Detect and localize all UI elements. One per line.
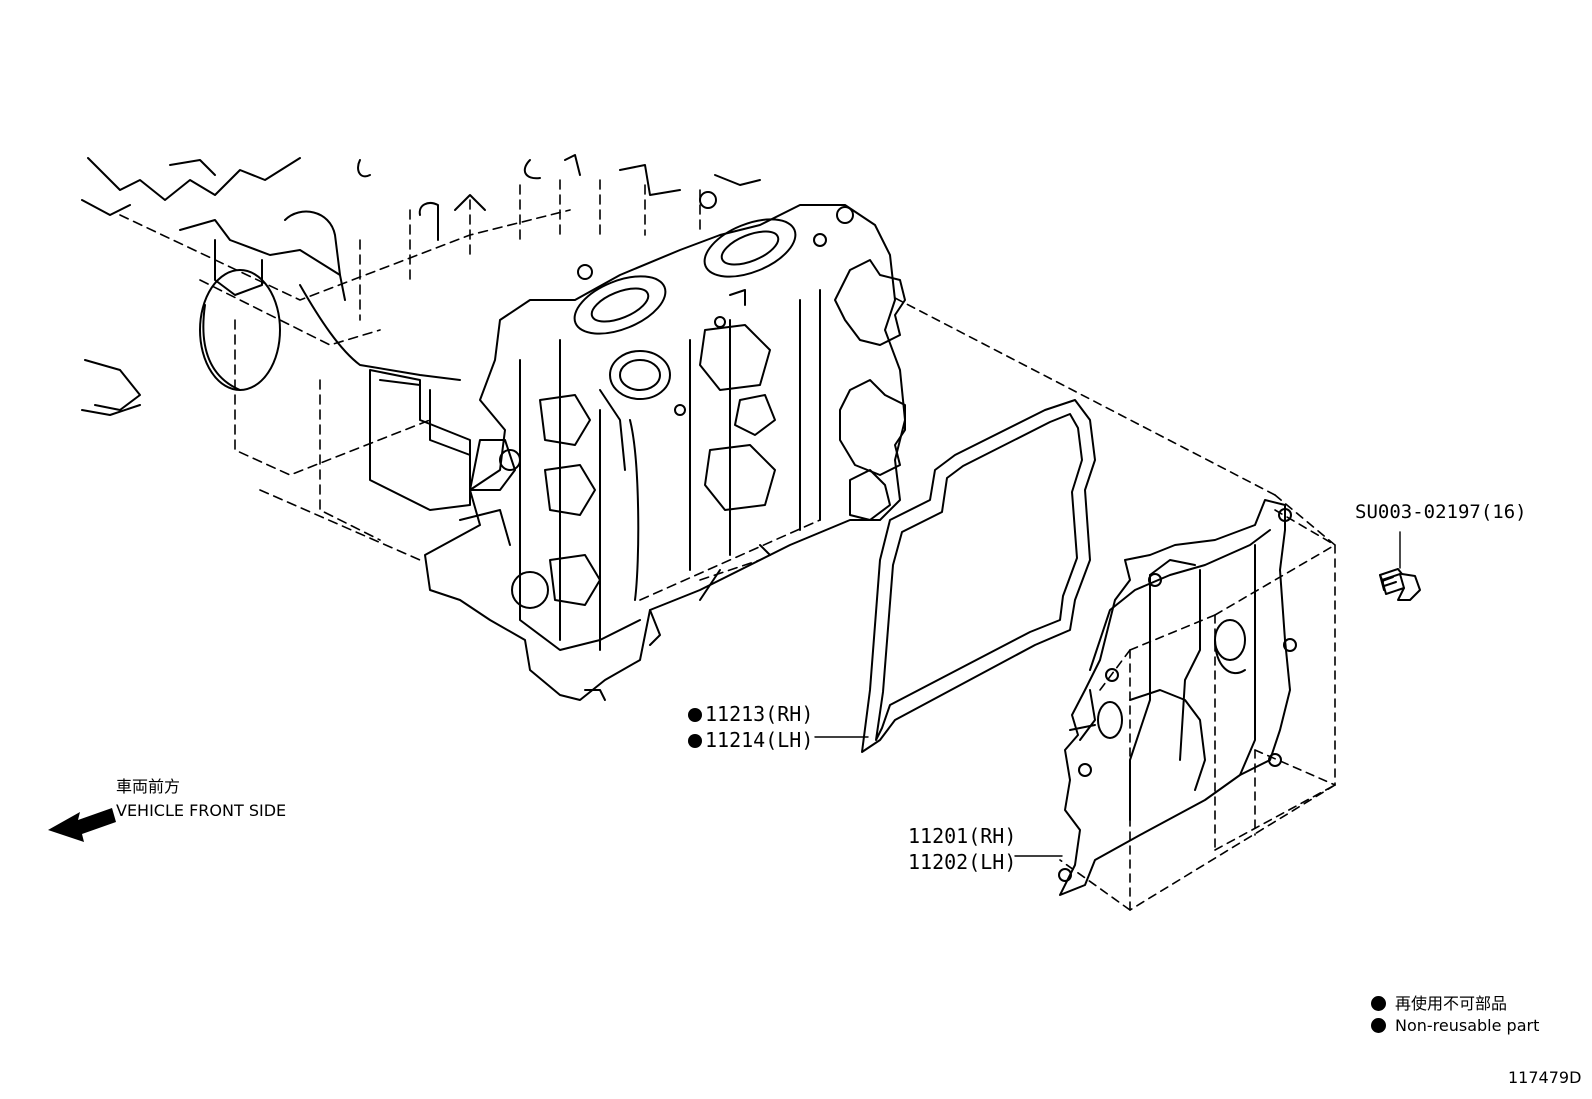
legend-row-en: Non-reusable part <box>1371 1016 1539 1035</box>
part-number-gasket-lh: 11214(LH) <box>705 728 814 752</box>
callout-bolt: SU003-02197(16) <box>1355 501 1527 523</box>
filled-dot-icon <box>1371 996 1386 1011</box>
vehicle-front-arrow-icon <box>48 808 116 842</box>
vehicle-front-label-en: VEHICLE FRONT SIDE <box>116 801 287 820</box>
diagram-id: 117479D <box>1508 1068 1582 1087</box>
vehicle-front-label-jp: 車両前方 <box>116 777 181 796</box>
non-reusable-dot-icon <box>688 708 702 722</box>
part-number-gasket-rh: 11213(RH) <box>705 702 814 726</box>
callout-leader-lines <box>814 531 1401 857</box>
filled-dot-icon <box>1371 1018 1386 1033</box>
assembly-alignment-lines <box>894 297 1336 911</box>
non-reusable-dot-icon <box>688 734 702 748</box>
callout-gasket-rh: 11213(RH) <box>688 704 813 724</box>
engine-head-drawing <box>81 154 906 701</box>
valve-cover-gasket-drawing <box>861 399 1096 753</box>
legend-text-jp: 再使用不可部品 <box>1395 994 1508 1013</box>
callout-cover-rh: 11201(RH) <box>908 824 1017 848</box>
legend-row-jp: 再使用不可部品 <box>1371 990 1507 1014</box>
valve-cover-drawing <box>1058 499 1297 896</box>
cover-bolt-drawing <box>1379 568 1421 601</box>
callout-cover-lh: 11202(LH) <box>908 850 1017 874</box>
callout-gasket-lh: 11214(LH) <box>688 730 813 750</box>
legend-text-en: Non-reusable part <box>1395 1016 1540 1035</box>
